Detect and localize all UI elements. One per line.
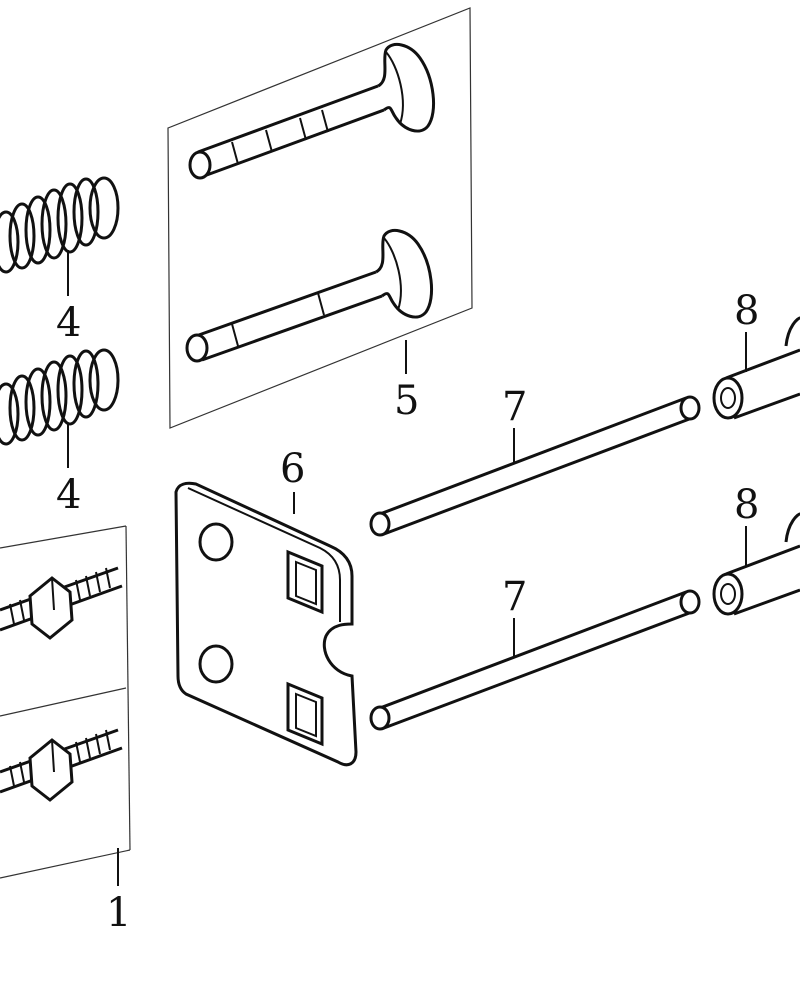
callout-tappet-lower: 8 <box>734 482 759 528</box>
callout-valves: 5 <box>394 378 419 424</box>
intake-valve <box>188 42 435 180</box>
valve-group <box>167 7 473 429</box>
stud-group <box>0 525 131 879</box>
exhaust-valve <box>185 228 433 363</box>
tappet-lower <box>712 512 800 616</box>
callout-spring-upper: 4 <box>56 300 81 346</box>
callout-tappet-upper: 8 <box>734 288 759 334</box>
tappet-upper <box>712 316 800 420</box>
valve-group-frame <box>167 7 473 429</box>
callout-spring-lower: 4 <box>56 472 81 518</box>
stud-lower <box>0 728 123 802</box>
stud-upper <box>0 566 123 640</box>
callout-pushrod-upper: 7 <box>502 384 527 430</box>
nut-upper <box>28 576 74 640</box>
callout-studs: 1 <box>106 890 131 936</box>
valve-spring-lower <box>0 348 120 446</box>
callout-plate: 6 <box>280 446 305 492</box>
nut-lower <box>28 738 74 802</box>
pushrod-guide-plate <box>174 481 358 767</box>
leader-lines <box>67 250 747 886</box>
callout-pushrod-lower: 7 <box>502 574 527 620</box>
pushrod-upper <box>369 395 701 537</box>
callouts: 4 4 5 6 7 7 8 8 1 <box>56 288 759 936</box>
valve-spring-upper <box>0 176 120 274</box>
pushrod-lower <box>369 589 701 731</box>
